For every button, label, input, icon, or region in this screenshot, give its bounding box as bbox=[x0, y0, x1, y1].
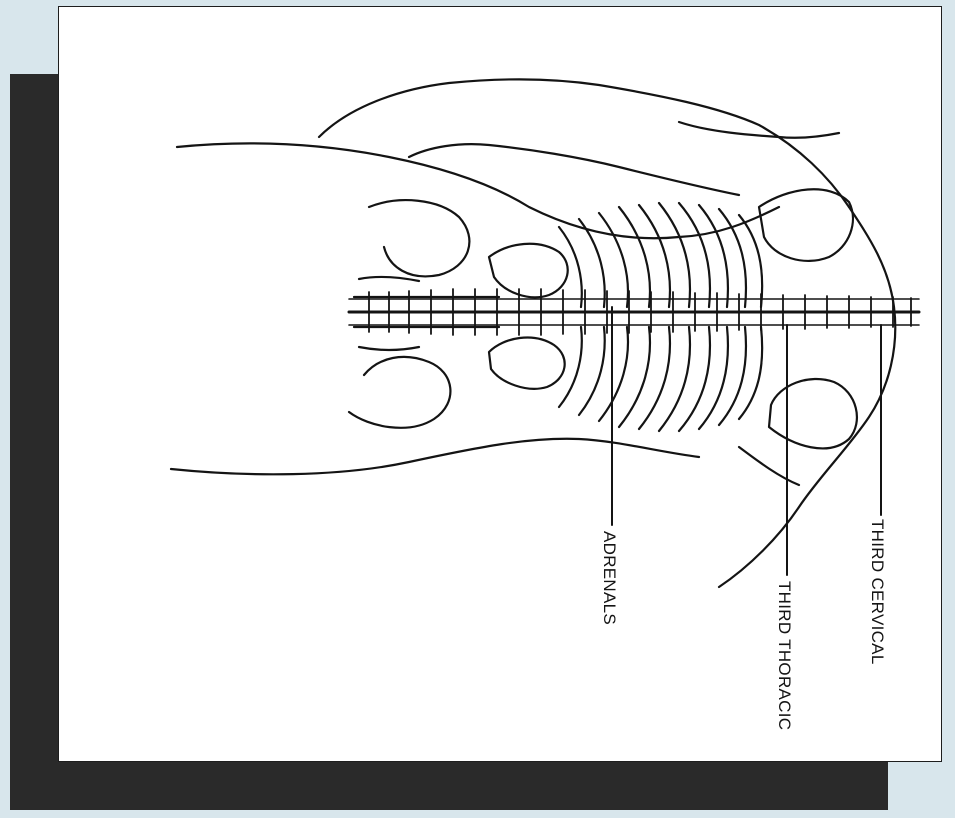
rib bbox=[699, 327, 728, 429]
rib bbox=[639, 205, 670, 307]
rib bbox=[599, 327, 628, 421]
rib bbox=[679, 327, 710, 431]
back-contour bbox=[319, 79, 849, 207]
shoulder-line-lower bbox=[739, 447, 799, 485]
label-third-thoracic: THIRD THORACIC bbox=[774, 581, 794, 730]
rib bbox=[719, 327, 746, 425]
pelvis-left bbox=[349, 357, 450, 428]
rib bbox=[679, 203, 710, 307]
anatomical-drawing bbox=[59, 7, 943, 763]
rib bbox=[659, 203, 690, 307]
rib bbox=[559, 327, 582, 407]
inner-contour bbox=[409, 144, 739, 195]
pelvis-right bbox=[369, 200, 469, 276]
label-adrenals: ADRENALS bbox=[599, 531, 619, 625]
illustration-card: THIRD CERVICAL THIRD THORACIC ADRENALS bbox=[58, 6, 942, 762]
kidney-left bbox=[489, 338, 565, 389]
rib bbox=[659, 327, 690, 431]
rib bbox=[639, 327, 670, 429]
kidney-right bbox=[489, 244, 568, 297]
scapula-right bbox=[759, 189, 853, 261]
torso-outline-lower bbox=[171, 439, 699, 475]
label-third-cervical: THIRD CERVICAL bbox=[867, 519, 887, 665]
torso-outline-upper bbox=[177, 143, 779, 238]
rib bbox=[599, 213, 628, 307]
scapula-left bbox=[769, 379, 857, 448]
rib bbox=[699, 205, 728, 307]
